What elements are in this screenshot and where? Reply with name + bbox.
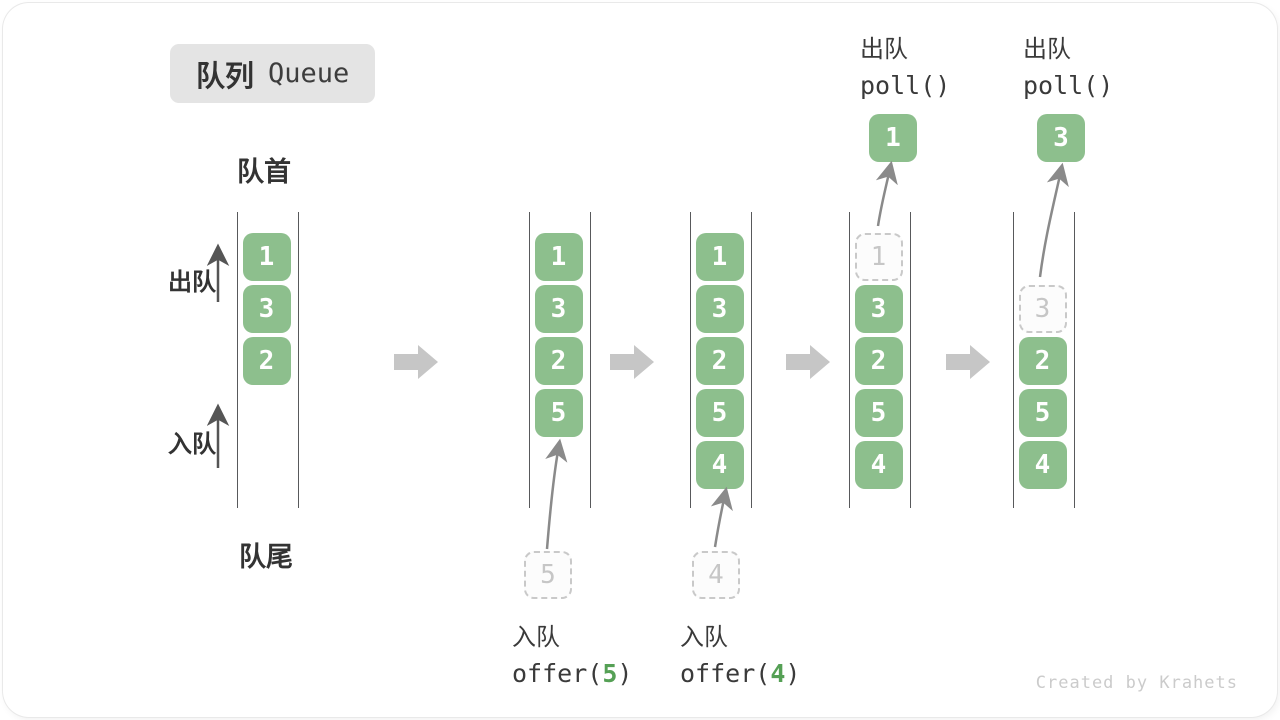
enqueue-pending-box: 4 xyxy=(692,551,740,599)
title-zh: 队列 xyxy=(196,60,255,93)
queue-state-2: 1 3 2 5 xyxy=(529,212,591,508)
queue-element: 1 xyxy=(695,233,744,281)
queue-state-1: 1 3 2 xyxy=(237,212,299,508)
state-transition-arrow-icon xyxy=(946,345,990,379)
op-label-zh: 出队 xyxy=(860,36,908,63)
queue-element: 1 xyxy=(242,233,291,281)
enqueue-pending-box: 5 xyxy=(524,551,572,599)
state-transition-arrow-icon xyxy=(394,345,438,379)
queue-element: 4 xyxy=(695,441,744,489)
op-code-arg: 5 xyxy=(602,659,618,688)
queue-state-5: 3 2 5 4 xyxy=(1013,212,1075,508)
queue-element: 2 xyxy=(1018,337,1067,385)
popped-element-box: 3 xyxy=(1037,114,1085,162)
op-code: offer(5) xyxy=(512,659,633,688)
op-code: offer(4) xyxy=(680,659,801,688)
label-enqueue: 入队 xyxy=(168,431,216,458)
op-label-zh: 出队 xyxy=(1023,36,1071,63)
label-queue-front: 队首 xyxy=(237,157,291,187)
queue-element: 4 xyxy=(1018,441,1067,489)
queue-element: 5 xyxy=(854,389,903,437)
queue-element: 5 xyxy=(534,389,583,437)
queue-state-4: 1 3 2 5 4 xyxy=(849,212,911,508)
removed-element-ghost: 1 xyxy=(854,233,903,281)
queue-element: 3 xyxy=(242,285,291,333)
popped-element-box: 1 xyxy=(869,114,917,162)
op-code: poll() xyxy=(1023,71,1114,100)
removed-element-ghost: 3 xyxy=(1018,285,1067,333)
op-label-zh: 入队 xyxy=(680,624,728,651)
queue-element: 5 xyxy=(1018,389,1067,437)
queue-element: 5 xyxy=(695,389,744,437)
op-code: poll() xyxy=(860,71,951,100)
state-transition-arrow-icon xyxy=(610,345,654,379)
op-label-zh: 入队 xyxy=(512,624,560,651)
operation-enqueue-4: 入队 offer(4) xyxy=(680,617,800,688)
state-transition-arrow-icon xyxy=(786,345,830,379)
title-en: Queue xyxy=(268,58,350,89)
watermark: Created by Krahets xyxy=(1035,673,1238,693)
op-code-arg: 4 xyxy=(770,659,786,688)
operation-poll-1: 出队 poll() xyxy=(860,29,950,100)
queue-element: 3 xyxy=(695,285,744,333)
title-badge: 队列 Queue xyxy=(170,44,376,103)
queue-element: 3 xyxy=(534,285,583,333)
queue-element: 2 xyxy=(854,337,903,385)
queue-element: 4 xyxy=(854,441,903,489)
queue-element: 2 xyxy=(695,337,744,385)
label-dequeue: 出队 xyxy=(168,269,216,296)
queue-element: 2 xyxy=(534,337,583,385)
queue-state-3: 1 3 2 5 4 xyxy=(690,212,752,508)
operation-enqueue-5: 入队 offer(5) xyxy=(512,617,632,688)
queue-element: 3 xyxy=(854,285,903,333)
label-queue-rear: 队尾 xyxy=(239,542,293,572)
queue-element: 1 xyxy=(534,233,583,281)
queue-element: 2 xyxy=(242,337,291,385)
operation-poll-3: 出队 poll() xyxy=(1023,29,1113,100)
